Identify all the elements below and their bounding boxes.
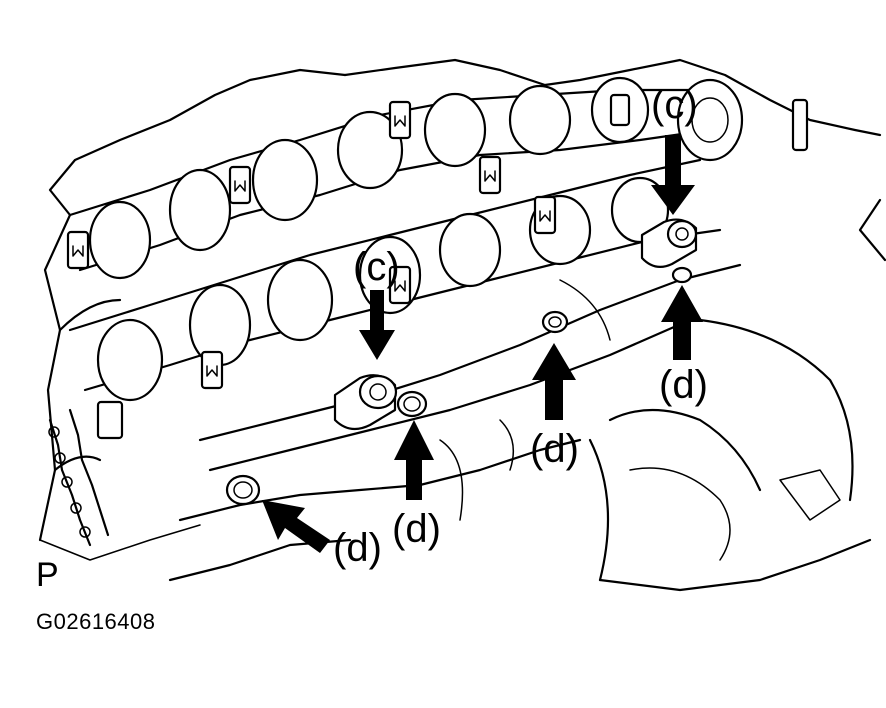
oil-control-valve-lower	[333, 374, 398, 431]
arrow-d-right	[661, 285, 703, 360]
label-c-lower: (c)	[353, 245, 400, 289]
callout-arrows	[262, 135, 703, 553]
label-d-middle: (d)	[530, 427, 579, 471]
oil-control-valve-upper	[640, 218, 698, 269]
label-d-right: (d)	[659, 363, 708, 407]
arrow-c-lower	[359, 290, 395, 360]
arrow-d-middle	[532, 343, 576, 420]
bearing-cap-bolts	[66, 93, 809, 440]
figure-id: G02616408	[36, 609, 156, 634]
label-c-upper: (c)	[651, 83, 698, 127]
arrow-d-left	[262, 500, 330, 553]
cylinder-head-outline	[38, 58, 886, 561]
label-d-lower-middle: (d)	[392, 507, 441, 551]
o-rings	[225, 266, 693, 506]
label-d-left: (d)	[333, 526, 382, 570]
timing-chain	[48, 408, 110, 547]
arrow-d-lower-middle	[394, 420, 434, 500]
view-letter: P	[36, 556, 59, 594]
arrow-c-upper	[651, 135, 695, 215]
